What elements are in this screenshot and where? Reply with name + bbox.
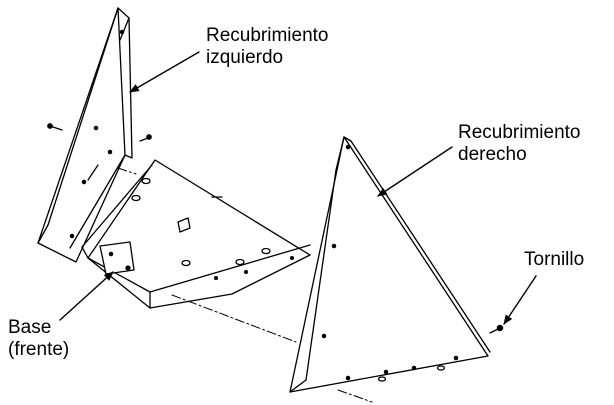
screw-label: Tornillo [524, 249, 585, 270]
right-cover-part [289, 136, 491, 393]
base-label: Base (frente) [8, 317, 70, 360]
left-screws [47, 123, 152, 142]
alignment-lines [117, 167, 373, 403]
screw-part [489, 324, 504, 334]
leader-lines [59, 51, 537, 325]
base-part [81, 159, 311, 309]
left-cover-label: Recubrimiento izquierdo [206, 25, 329, 68]
right-cover-label: Recubrimiento derecho [458, 122, 581, 165]
left-cover-part [37, 7, 133, 263]
